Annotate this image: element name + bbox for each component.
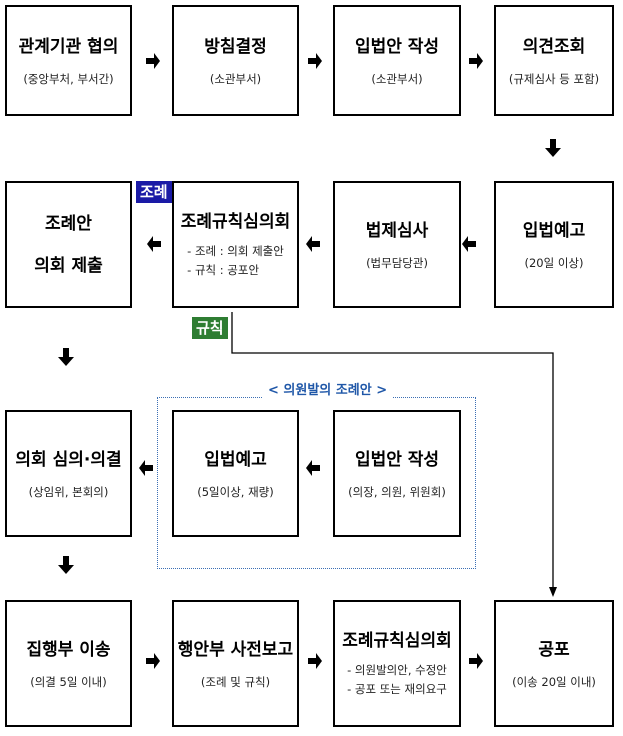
step-notes: - 의원발의안, 수정안 - 공포 또는 재의요구 [347,661,447,699]
note-line: - 조례 : 의회 제출안 [187,243,284,258]
step-title: 공포 [538,639,570,660]
step-sub: (법무담당관) [366,255,428,270]
step-policy-decision: 방침결정 (소관부서) [172,5,299,116]
note-line: - 규칙 : 공포안 [187,262,260,277]
arrow-left [147,236,161,252]
step-sub: (이송 20일 이내) [512,674,596,689]
step-title-line-1: 조례안 [45,213,92,234]
step-sub: (소관부서) [209,71,262,86]
arrow-right [469,653,483,669]
step-title: 입법예고 [522,220,586,241]
arrow-right [469,53,483,69]
arrow-left [139,460,153,476]
step-title-line-2: 의회 제출 [34,255,103,276]
note-line: - 공포 또는 재의요구 [347,681,447,696]
step-title: 입법예고 [204,449,267,470]
step-bill-drafting: 입법안 작성 (소관부서) [333,5,461,116]
step-title: 행안부 사전보고 [177,639,294,660]
step-rules-council-final: 조례규칙심의회 - 의원발의안, 수정안 - 공포 또는 재의요구 [333,600,461,727]
step-title: 방침결정 [204,36,267,57]
step-sub: (중앙부처, 부서간) [23,71,114,86]
step-sub: (조례 및 규칙) [200,674,271,689]
arrow-down [58,348,74,366]
note-line: - 의원발의안, 수정안 [347,662,447,677]
rule-tag: 규칙 [192,317,228,339]
step-ordinance-submission: 조례안 의회 제출 [5,181,132,308]
member-bill-label: < 의원발의 조례안 > [262,379,394,398]
step-sub: (의장, 의원, 위원회) [348,484,446,499]
arrow-right [308,53,322,69]
arrow-left [462,236,476,252]
step-sub: (의결 5일 이내) [30,674,107,689]
step-sub: (20일 이상) [524,255,584,270]
step-title: 입법안 작성 [354,36,440,57]
step-transfer-to-executive: 집행부 이송 (의결 5일 이내) [5,600,132,727]
arrow-down [58,556,74,574]
arrow-down [545,139,561,157]
arrow-left [306,460,320,476]
arrow-right [146,53,160,69]
step-legal-review: 법제심사 (법무담당관) [333,181,461,308]
step-sub: (5일이상, 재량) [197,484,274,499]
step-title: 의견조회 [522,36,586,57]
step-council-deliberation: 의회 심의·의결 (상임위, 본회의) [5,410,132,537]
arrow-right [146,653,160,669]
step-sub: (소관부서) [371,71,423,86]
step-legislative-notice: 입법예고 (20일 이상) [494,181,614,308]
step-title: 관계기관 협의 [18,36,119,57]
step-notes: - 조례 : 의회 제출안 - 규칙 : 공포안 [187,242,284,280]
step-sub: (상임위, 본회의) [28,484,109,499]
arrow-right [308,653,322,669]
step-title: 의회 심의·의결 [15,449,122,470]
step-member-bill-drafting: 입법안 작성 (의장, 의원, 위원회) [333,410,461,537]
step-member-legislative-notice: 입법예고 (5일이상, 재량) [172,410,299,537]
step-title: 집행부 이송 [26,639,111,660]
arrow-left [306,236,320,252]
step-sub: (규제심사 등 포함) [508,71,600,86]
step-ministry-prereport: 행안부 사전보고 (조례 및 규칙) [172,600,299,727]
step-promulgation: 공포 (이송 20일 이내) [494,600,614,727]
ordinance-tag: 조례 [136,181,172,203]
step-title: 법제심사 [365,220,429,241]
step-title: 조례규칙심의회 [342,630,452,651]
rule-path-line [231,312,554,588]
step-title: 조례규칙심의회 [180,211,291,232]
step-rules-council: 조례규칙심의회 - 조례 : 의회 제출안 - 규칙 : 공포안 [172,181,299,308]
step-agency-consultation: 관계기관 협의 (중앙부처, 부서간) [5,5,132,116]
step-title: 입법안 작성 [354,449,440,470]
step-opinion-inquiry: 의견조회 (규제심사 등 포함) [494,5,614,116]
rule-path-arrowhead [549,587,557,597]
